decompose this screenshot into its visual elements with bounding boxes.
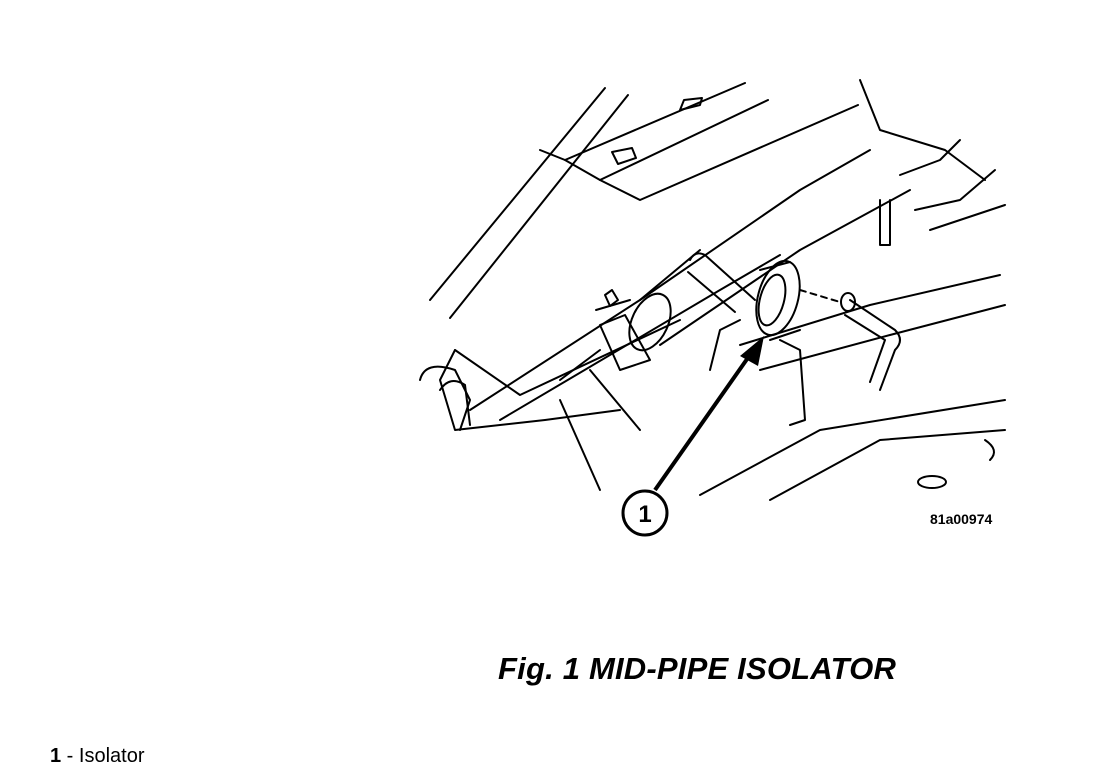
callout-1: 1 [621,489,669,537]
legend-label: Isolator [78,745,145,767]
callout-number: 1 [638,501,651,528]
exhaust-mid-pipe [559,149,911,381]
callout-leader-arrow [653,336,764,492]
legend-number: 1 [50,745,62,767]
figure-id: 81a00974 [930,511,993,527]
legend-separator: - [61,745,79,767]
frame-rail [429,79,986,319]
mid-pipe-isolator-illustration: 1 [419,79,1006,537]
figure-caption: Fig. 1 MID-PIPE ISOLATOR [498,651,897,686]
legend: 1 - Isolator [50,745,145,768]
isolator [709,259,806,426]
crossmember [419,139,1006,501]
hanger-rod [687,252,901,391]
